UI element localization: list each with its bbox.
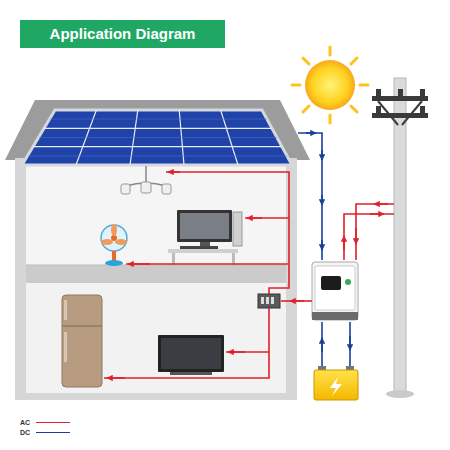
legend-line-sample: [36, 432, 70, 433]
computer: [168, 210, 242, 265]
legend-row: AC: [20, 418, 70, 427]
legend-text: DC: [20, 428, 32, 437]
utility-pole: [372, 78, 428, 398]
house: [5, 100, 310, 400]
refrigerator: [62, 295, 102, 387]
television: [158, 335, 224, 375]
ac-wiring: [104, 172, 394, 378]
title-banner: [20, 20, 225, 48]
legend-line-sample: [36, 422, 70, 423]
legend-row: DC: [20, 428, 70, 437]
battery: [314, 366, 358, 400]
diagram-title: Application Diagram: [20, 20, 225, 48]
distribution-box: [258, 294, 280, 308]
legend-text: AC: [20, 418, 32, 427]
solar-panel: [22, 110, 292, 165]
ceiling-lamp: [121, 166, 171, 194]
fan: [101, 224, 127, 266]
sun: [292, 47, 368, 123]
inverter: [312, 262, 358, 320]
dc-wiring: [298, 133, 350, 366]
